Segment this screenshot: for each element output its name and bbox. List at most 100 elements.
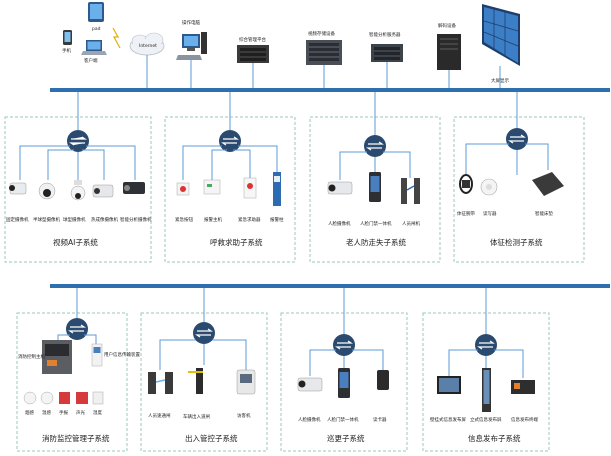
device-label: 报警柱 (270, 216, 284, 223)
device-label: 紧急求助器 (238, 216, 261, 223)
device-label: 球型摄像机 (63, 216, 86, 223)
subsystem-title: 老人防走失子系统 (346, 237, 406, 247)
turnstile-gate-icon (401, 178, 420, 204)
internet-label: Internet (139, 43, 157, 49)
transmission-device-icon (91, 343, 103, 367)
transmission-device-label: 用户信息传输装置 (104, 351, 140, 358)
client-label: 客户端 (84, 57, 98, 64)
storage-device-icon (306, 40, 342, 65)
alarm-pillar-icon (273, 172, 281, 206)
device-label: 固定摄像机 (6, 216, 29, 223)
face-access-terminal-icon (369, 172, 381, 202)
info-terminal-icon (511, 380, 535, 394)
phone-label: 手机 (62, 47, 71, 54)
device-label: 智能分析摄像机 (120, 216, 152, 223)
network-backbone-bus-top (50, 88, 610, 92)
thermal-camera-icon (92, 184, 114, 198)
visitor-terminal-icon (236, 369, 256, 395)
switch-icon (219, 92, 241, 152)
device-label: 湿度 (93, 409, 102, 416)
smart-mattress-icon (532, 172, 564, 196)
analysis-server-label: 智能分析服务器 (369, 31, 401, 38)
device-label: 信息发布终端 (511, 416, 538, 423)
device-label: 立式信息发布屏 (470, 416, 502, 423)
video-storage-label: 视频存储设备 (308, 30, 335, 37)
card-reader-icon (377, 370, 389, 390)
device-label: 访客机 (237, 412, 251, 419)
fire-control-host-icon (42, 340, 72, 374)
standing-display-icon (482, 368, 491, 412)
subsystem-title: 出入管控子系统 (185, 433, 238, 443)
pad-label: pad (92, 26, 101, 32)
device-label: 报警主机 (204, 216, 222, 223)
device-label: 人员速通闸 (148, 412, 171, 419)
switch-icon (506, 92, 528, 150)
decoder-tower-icon (437, 34, 461, 70)
speed-gate-icon (148, 372, 173, 394)
subsystem-title: 信息发布子系统 (468, 433, 521, 443)
face-camera-icon (297, 377, 323, 392)
device-label: 智能床垫 (535, 210, 553, 217)
emergency-button-icon (176, 182, 190, 196)
barrier-gate-icon (188, 368, 203, 394)
reader-icon (480, 178, 498, 196)
humidity-sensor-icon (92, 391, 104, 405)
wireless-link-icon (112, 27, 121, 49)
computer-icon (176, 32, 207, 60)
dome-camera-icon (38, 182, 56, 200)
alarm-host-icon (203, 179, 221, 195)
fire-monitor-subsystem-box (16, 312, 128, 452)
operator-pc-label: 操作电脑 (182, 19, 200, 26)
network-backbone-bus-bottom (50, 284, 610, 288)
device-label: 温感 (42, 409, 51, 416)
device-label: 紧急按钮 (175, 216, 193, 223)
health-detect-subsystem-box (453, 116, 585, 263)
smart-camera-icon (123, 182, 145, 194)
sound-light-alarm-icon (76, 392, 88, 404)
heat-detector-icon (40, 391, 54, 405)
laptop-icon (81, 40, 107, 55)
subsystem-title: 视频AI子系统 (53, 237, 98, 247)
device-label: 声光 (76, 409, 85, 416)
subsystem-title: 巡更子系统 (327, 433, 365, 443)
subsystem-title: 体征检测子系统 (490, 237, 543, 247)
device-label: 车辆出入道闸 (183, 413, 210, 420)
analysis-server-icon (371, 44, 403, 62)
face-access-terminal-icon (338, 368, 350, 398)
subsystem-title: 呼救求助子系统 (210, 237, 263, 247)
device-label: 读写器 (483, 210, 497, 217)
ptz-camera-icon (70, 180, 86, 201)
bullet-camera-icon (9, 182, 27, 195)
device-label: 读卡器 (373, 416, 387, 423)
smoke-detector-icon (23, 391, 37, 405)
device-label: 人员闸机 (402, 220, 420, 227)
wristband-icon (459, 174, 473, 194)
switch-icon (364, 92, 386, 157)
device-label: 人脸摄像机 (328, 220, 351, 227)
switch-icon (475, 288, 497, 356)
wall-display-icon (437, 376, 461, 394)
device-label: 壁挂式信息发布屏 (430, 416, 466, 423)
manual-alarm-icon (59, 392, 70, 404)
switch-icon (66, 288, 88, 340)
device-label: 半球型摄像机 (33, 216, 60, 223)
device-label: 人脸摄像机 (298, 416, 321, 423)
switch-icon (193, 288, 215, 344)
subsystem-title: 消防监控管理子系统 (42, 433, 110, 443)
internet-cloud-icon (129, 32, 165, 56)
device-label: 体征腕带 (457, 210, 475, 217)
fire-host-label: 消防控制主机 (18, 353, 45, 360)
phone-icon (63, 30, 72, 45)
device-label: 手报 (59, 409, 68, 416)
device-label: 人脸门禁一体机 (360, 220, 392, 227)
server-rack-icon (237, 45, 269, 63)
decoder-label: 解码设备 (438, 22, 456, 29)
mgmt-platform-label: 综合管理平台 (239, 36, 266, 43)
help-caller-icon (243, 177, 257, 199)
tablet-icon (88, 2, 104, 22)
face-camera-icon (327, 181, 353, 195)
switch-icon (67, 92, 89, 152)
video-wall-icon (482, 4, 520, 66)
device-label: 热成像摄像机 (91, 216, 118, 223)
